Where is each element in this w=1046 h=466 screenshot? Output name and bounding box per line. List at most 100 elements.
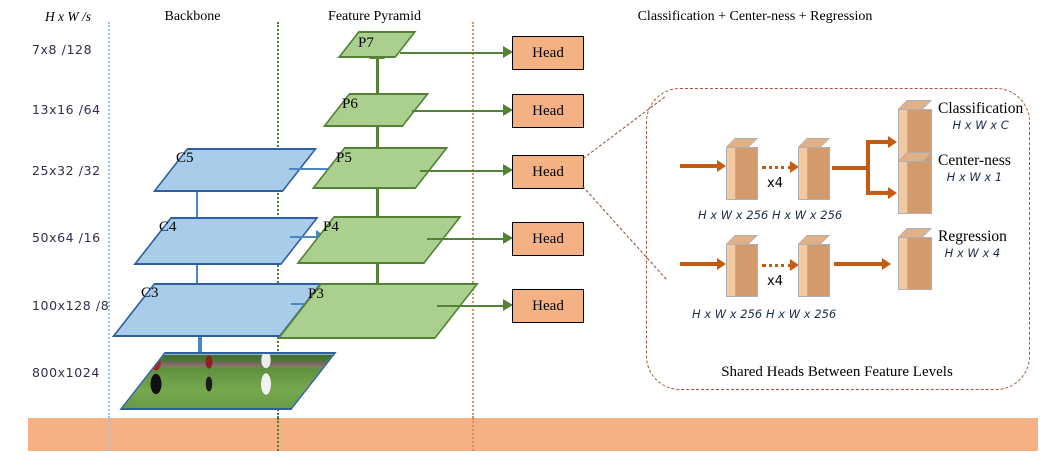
feature-map-p4-label: P4 <box>323 219 339 235</box>
resolution-label: 50x64 /16 <box>32 230 101 245</box>
head-box-p3[interactable]: Head <box>512 289 584 323</box>
regression-title: Regression <box>938 228 1007 245</box>
prism-top-face <box>898 100 932 109</box>
classification-arrow-head <box>888 136 897 148</box>
backbone-arrow-shaft <box>198 313 202 371</box>
stage-label-bar <box>28 418 1038 451</box>
output-map-centerness <box>898 152 932 214</box>
branch-split-top-arm <box>866 140 890 144</box>
conv-dim-label: H x W x 256 <box>692 307 763 321</box>
branch-input-arrow-head <box>717 258 726 270</box>
branch-split-stem <box>832 166 870 170</box>
lateral-connection-c4-p4 <box>290 236 318 238</box>
pyramid-arrow-shaft <box>376 57 379 102</box>
input-image-plane <box>119 352 337 410</box>
regression-output-arrow-shaft <box>834 262 884 266</box>
branch-input-arrow-head <box>717 160 726 172</box>
branch-input-arrow-shaft <box>680 262 718 266</box>
prism-side-face <box>798 244 807 297</box>
feature-map-c3-label: C3 <box>141 285 159 301</box>
feature-map-p6-label: P6 <box>342 96 358 112</box>
head-connection <box>400 52 505 54</box>
conv-repeat-label: x4 <box>767 176 783 191</box>
conv-dim-label: H x W x 256 <box>698 208 769 222</box>
bar-divider-pyramid <box>472 418 474 451</box>
output-map-regression <box>898 228 932 290</box>
prism-top-face <box>726 235 758 244</box>
shared-heads-caption: Shared Heads Between Feature Levels <box>721 364 953 380</box>
pyramid-arrow-shaft <box>376 120 379 168</box>
prism-front-face <box>907 161 932 214</box>
feature-map-p4 <box>296 216 462 264</box>
prism-side-face <box>898 161 907 214</box>
divider-axis <box>108 22 110 418</box>
resolution-label: 100x128 /8 <box>32 298 110 313</box>
head-box-p6[interactable]: Head <box>512 94 584 128</box>
classification-shape: H x W x C <box>952 118 1009 132</box>
head-box-p4[interactable]: Head <box>512 222 584 256</box>
prism-top-face <box>798 235 830 244</box>
head-connection <box>420 170 505 172</box>
conv-repeat-connector <box>762 264 792 267</box>
bar-divider-backbone <box>277 418 279 451</box>
head-arrow-head <box>503 232 513 244</box>
conv-repeat-arrow-head <box>790 259 799 271</box>
prism-side-face <box>798 147 807 200</box>
resolution-label: 7x8 /128 <box>32 42 93 57</box>
lateral-connection-c3-p3 <box>291 303 311 305</box>
divider-pyramid <box>472 22 474 418</box>
prism-front-face <box>735 147 758 200</box>
head-connection <box>427 238 505 240</box>
conv-block-cls-2 <box>798 138 830 200</box>
conv-dim-label: H x W x 256 <box>766 307 837 321</box>
prism-front-face <box>735 244 758 297</box>
prism-top-face <box>726 138 758 147</box>
prism-side-face <box>726 147 735 200</box>
feature-map-c5-label: C5 <box>176 150 194 166</box>
head-box-p7[interactable]: Head <box>512 36 584 70</box>
bar-section-feature-pyramid: Feature Pyramid <box>328 8 421 24</box>
prism-top-face <box>798 138 830 147</box>
conv-repeat-label: x4 <box>767 274 783 289</box>
classification-output-label: Classification H x W x C <box>938 100 1023 132</box>
feature-map-p5 <box>311 147 449 189</box>
lateral-connection-c5-p5 <box>289 168 334 170</box>
bar-axis-label: H x W /s <box>44 8 92 24</box>
branch-input-arrow-shaft <box>680 164 718 168</box>
feature-map-p7-label: P7 <box>358 35 374 51</box>
centerness-shape: H x W x 1 <box>946 170 1003 184</box>
centerness-arrow-head <box>888 187 897 199</box>
regression-output-arrow-head <box>882 258 891 270</box>
prism-top-face <box>898 228 932 237</box>
prism-front-face <box>907 237 932 290</box>
conv-block-cls-1 <box>726 138 758 200</box>
branch-split-bottom-arm <box>866 191 890 195</box>
head-arrow-head <box>503 46 513 58</box>
pyramid-arrow-shaft <box>376 243 379 291</box>
bar-divider-axis <box>108 418 110 451</box>
shared-head-callout-box <box>646 88 1030 390</box>
head-box-p5[interactable]: Head <box>512 155 584 189</box>
regression-shape: H x W x 4 <box>944 246 1001 260</box>
head-connection <box>437 305 505 307</box>
resolution-label: 25x32 /32 <box>32 163 101 178</box>
branch-split-riser <box>866 140 870 195</box>
conv-repeat-arrow-head <box>790 161 799 173</box>
prism-top-face <box>898 152 932 161</box>
head-arrow-head <box>503 299 513 311</box>
conv-block-reg-2 <box>798 235 830 297</box>
backbone-arrow-shaft <box>196 178 198 228</box>
resolution-label: 13x16 /64 <box>32 102 101 117</box>
conv-repeat-connector <box>762 166 792 169</box>
feature-map-p5-label: P5 <box>336 150 352 166</box>
feature-map-c4-label: C4 <box>159 219 177 235</box>
centerness-output-label: Center-ness H x W x 1 <box>938 152 1011 184</box>
conv-block-reg-1 <box>726 235 758 297</box>
backbone-arrow-shaft <box>196 247 198 295</box>
head-arrow-head <box>503 104 513 116</box>
bar-section-heads: Classification + Center-ness + Regressio… <box>637 8 873 24</box>
conv-dim-label: H x W x 256 <box>772 208 843 222</box>
head-arrow-head <box>503 164 513 176</box>
regression-output-label: Regression H x W x 4 <box>938 228 1007 260</box>
